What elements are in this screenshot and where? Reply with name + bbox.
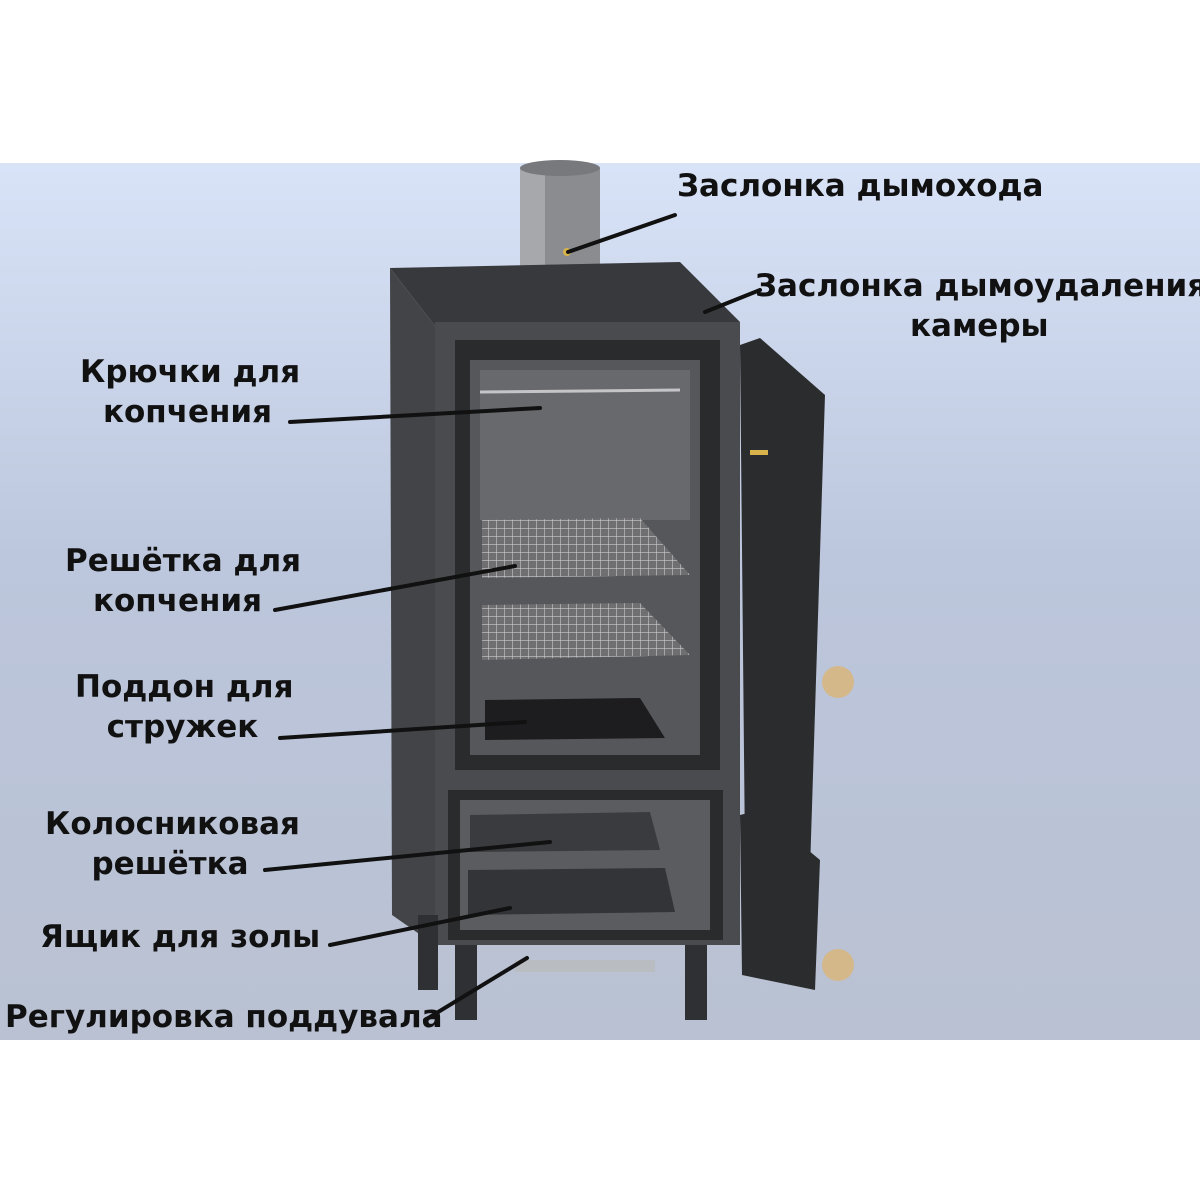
- label-fire-grate-line1: Колосниковая: [45, 806, 300, 842]
- fire-grate: [470, 812, 660, 852]
- label-fire-grate-line2: решётка: [91, 846, 249, 882]
- smoker-top: [390, 262, 740, 326]
- label-tray-line2: стружек: [106, 709, 259, 745]
- ash-box: [468, 868, 675, 915]
- label-chimney-damper: Заслонка дымохода: [677, 168, 1044, 204]
- label-tray-line1: Поддон для: [75, 669, 294, 705]
- label-chamber-damper-line1: Заслонка дымоудаления: [755, 268, 1200, 304]
- label-grate-line1: Решётка для: [65, 543, 302, 579]
- chip-tray: [485, 698, 665, 740]
- upper-door: [740, 338, 825, 870]
- smoker-side: [390, 268, 435, 945]
- lower-door-handle: [822, 949, 854, 981]
- label-chamber-damper-line2: камеры: [910, 308, 1049, 344]
- smoking-grate: [482, 518, 690, 578]
- lower-door: [740, 810, 820, 990]
- leader-lines: [263, 213, 762, 1022]
- label-hooks-line2: копчения: [102, 394, 273, 430]
- label-grate-line2: копчения: [92, 583, 263, 619]
- blower-damper: [515, 960, 655, 972]
- label-ash-box: Ящик для золы: [40, 919, 321, 955]
- label-hooks-line1: Крючки для: [80, 354, 301, 390]
- label-blower: Регулировка поддувала: [5, 999, 443, 1035]
- upper-door-handle: [822, 666, 854, 698]
